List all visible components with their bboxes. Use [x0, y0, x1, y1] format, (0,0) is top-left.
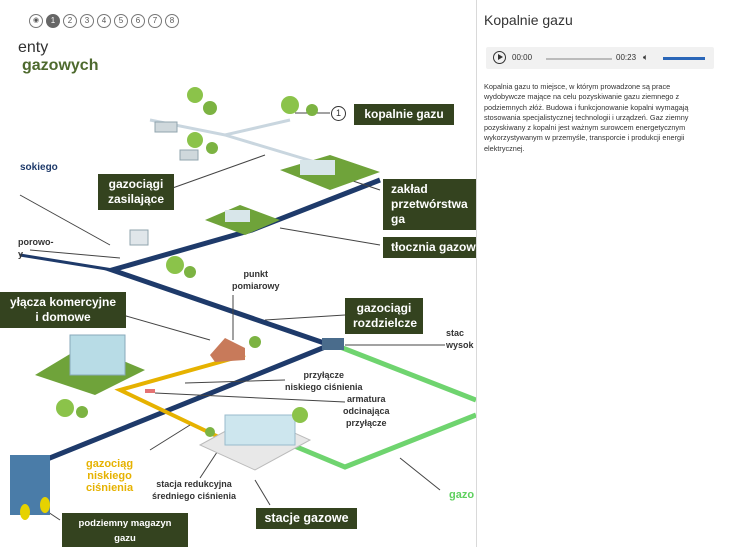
tree-icon	[184, 266, 196, 278]
eye-icon[interactable]: ◉	[29, 14, 43, 28]
diagram-panel: ◉ 1 2 3 4 5 6 7 8 enty gazowych	[0, 14, 476, 547]
leader-line	[19, 194, 111, 246]
leader-line	[29, 249, 121, 259]
slide-5-button[interactable]: 5	[114, 14, 128, 28]
total-time: 00:23	[616, 53, 637, 62]
leader-line	[154, 392, 346, 403]
play-button[interactable]	[493, 51, 506, 64]
leader-line	[254, 479, 271, 506]
page-title-line1: enty	[18, 39, 49, 56]
label-zaklad-przetworstwa[interactable]: zakład przetwórstwa ga	[383, 179, 476, 230]
current-time: 00:00	[512, 53, 533, 62]
shutoff-valve-icon	[145, 389, 155, 393]
transmission-pipeline	[103, 177, 381, 348]
mine-equipment-icon	[179, 149, 199, 161]
label-kopalnie-gazu[interactable]: kopalnie gazu	[354, 104, 454, 125]
storage-flame	[20, 504, 30, 520]
label-przylacza-komercyjne[interactable]: yłącza komercyjne i domowe	[0, 292, 126, 328]
valve-station-icon	[129, 229, 149, 246]
tree-icon	[187, 132, 203, 148]
leader-line	[349, 179, 381, 191]
high-pressure-pipe	[334, 342, 476, 403]
tree-icon	[249, 336, 261, 348]
tree-icon	[203, 101, 217, 115]
branch-pipeline	[19, 253, 114, 272]
tree-icon	[56, 399, 74, 417]
reduction-station-icon	[224, 414, 296, 446]
label-tlocznia-gazowa[interactable]: tłocznia gazow	[383, 237, 476, 258]
metering-station-icon	[322, 338, 344, 350]
leader-line	[149, 424, 191, 451]
tree-icon	[187, 87, 203, 103]
low-pressure-pipe	[114, 353, 246, 442]
audio-player: 00:00 00:23 🔈︎	[486, 47, 714, 69]
slide-1-button[interactable]: 1	[46, 14, 60, 28]
text-porowo: porowo- y	[18, 237, 54, 259]
text-punkt-pomiarowy: punkt pomiarowy	[232, 269, 280, 291]
callout-1[interactable]: 1	[331, 106, 346, 121]
panel-divider	[476, 0, 477, 547]
label-gazociagi-rozdzielcze[interactable]: gazociągi rozdzielcze	[345, 298, 423, 334]
text-armatura: armatura odcinająca przyłącze	[343, 394, 390, 428]
slide-8-button[interactable]: 8	[165, 14, 179, 28]
text-przylacze: przyłącze niskiego ciśnienia	[285, 370, 363, 392]
distribution-pipeline	[19, 342, 331, 473]
storage-flame	[40, 497, 50, 513]
high-pressure-pipe-2	[279, 412, 476, 470]
panel-title: Kopalnie gazu	[484, 12, 573, 28]
tree-icon	[292, 407, 308, 423]
text-gazo: gazo	[449, 489, 475, 501]
slide-2-button[interactable]: 2	[63, 14, 77, 28]
leader-line	[279, 227, 381, 246]
text-gazociag-niskiego: gazociąg niskiego ciśnienia	[86, 458, 134, 494]
page-title-line2: gazowych	[22, 57, 99, 74]
tree-icon	[281, 96, 299, 114]
leader-line	[166, 154, 266, 191]
leader-line	[399, 457, 441, 491]
tree-icon	[166, 256, 184, 274]
panel-description: Kopalnia gazu to miejsce, w którym prowa…	[484, 82, 689, 153]
tree-icon	[206, 142, 218, 154]
leader-line	[264, 314, 346, 321]
leader-line	[184, 379, 286, 384]
commercial-building-icon	[69, 334, 126, 376]
tree-icon	[306, 104, 318, 116]
label-podziemny-magazyn[interactable]: podziemny magazyn gazu	[62, 513, 188, 547]
volume-icon[interactable]: 🔈︎	[643, 52, 649, 62]
label-stacje-gazowe[interactable]: stacje gazowe	[256, 508, 357, 529]
tree-icon	[205, 427, 215, 437]
slide-nav: ◉ 1 2 3 4 5 6 7 8	[29, 14, 179, 28]
mine-equipment-icon	[154, 121, 178, 133]
seek-bar[interactable]	[546, 58, 612, 60]
text-wysokiego: sokiego	[20, 162, 58, 173]
slide-6-button[interactable]: 6	[131, 14, 145, 28]
house-icon	[210, 338, 245, 362]
tree-icon	[76, 406, 88, 418]
slide-7-button[interactable]: 7	[148, 14, 162, 28]
volume-slider[interactable]	[663, 57, 705, 60]
text-stacja-redukcyjna: stacja redukcyjna średniego ciśnienia	[152, 479, 237, 501]
slide-4-button[interactable]: 4	[97, 14, 111, 28]
network-diagram	[10, 87, 476, 521]
compressor-station-icon	[225, 210, 250, 222]
text-stacja-wysokiego: stac wysok	[446, 328, 474, 350]
slide-3-button[interactable]: 3	[80, 14, 94, 28]
label-gazociagi-zasilajace[interactable]: gazociągi zasilające	[98, 174, 174, 210]
processing-plant-icon	[300, 160, 335, 175]
info-panel: Kopalnie gazu 00:00 00:23 🔈︎ Kopalnia ga…	[477, 0, 739, 547]
